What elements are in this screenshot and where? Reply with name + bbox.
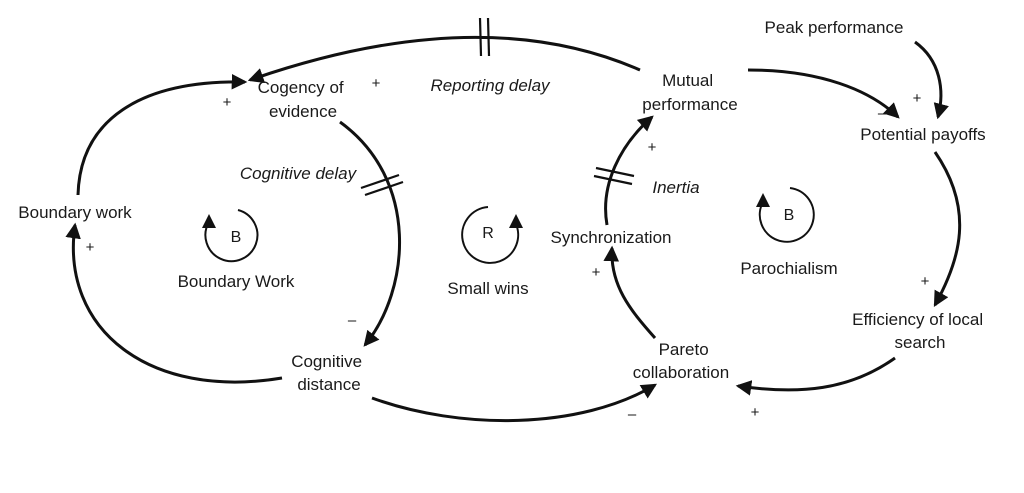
parochialism-loop-indicator: B Parochialism [740,187,838,278]
sign-peak-to-potential: + [913,90,922,107]
small-wins-loop-indicator: R Small wins [447,206,529,298]
inertia-delay-mark [593,166,635,186]
node-cogency-of-evidence: Cogency of evidence [258,78,349,121]
node-efficiency-of-local-search: Efficiency of local search [852,310,988,352]
node-boundary-work: Boundary work [18,203,132,222]
label-inertia: Inertia [652,178,699,197]
node-mutual-performance: Mutual performance [642,71,737,114]
label-reporting-delay: Reporting delay [430,76,551,95]
link-cognitive-distance-to-boundary [65,222,283,384]
link-pareto-to-synchronization [603,245,657,339]
link-boundary-to-cogency [76,73,248,196]
sign-cognitive-distance-to-pareto: – [628,406,637,423]
reporting-delay-mark [478,17,491,57]
node-potential-payoffs: Potential payoffs [860,125,985,144]
node-peak-performance: Peak performance [765,18,904,37]
loop-type-label: R [482,225,494,242]
label-cognitive-delay: Cognitive delay [240,164,358,183]
link-potential-to-efficiency [933,151,962,308]
node-synchronization: Synchronization [551,228,672,247]
link-cogency-to-cognitive-distance [339,120,402,347]
sign-potential-to-efficiency: + [921,273,930,290]
sign-mutual-to-cogency: + [372,75,381,92]
sign-cognitive-distance-to-boundary: + [86,239,95,256]
sign-pareto-to-synchronization: + [592,264,601,281]
sign-cogency-to-cognitive-distance: – [348,312,357,329]
sign-mutual-to-potential: – [878,105,887,122]
link-efficiency-to-pareto [735,356,896,396]
link-synchronization-to-mutual [604,115,654,226]
sign-boundary-to-cogency: + [223,94,232,111]
loop-type-label: B [231,229,242,246]
node-cognitive-distance: Cognitive distance [291,352,367,394]
loop-name-label: Parochialism [740,259,837,278]
sign-synchronization-to-mutual: + [648,139,657,156]
loop-type-label: B [784,207,795,224]
link-mutual-to-potential [747,68,900,119]
link-mutual-to-cogency [247,35,641,84]
boundary-work-loop-indicator: B Boundary Work [178,209,295,291]
sign-efficiency-to-pareto: + [751,404,760,421]
node-pareto-collaboration: Pareto collaboration [633,340,729,382]
loop-name-label: Small wins [447,279,528,298]
link-peak-to-potential [914,40,949,120]
link-cognitive-distance-to-pareto [371,383,658,423]
cognitive-delay-mark [360,173,404,197]
loop-name-label: Boundary Work [178,272,295,291]
